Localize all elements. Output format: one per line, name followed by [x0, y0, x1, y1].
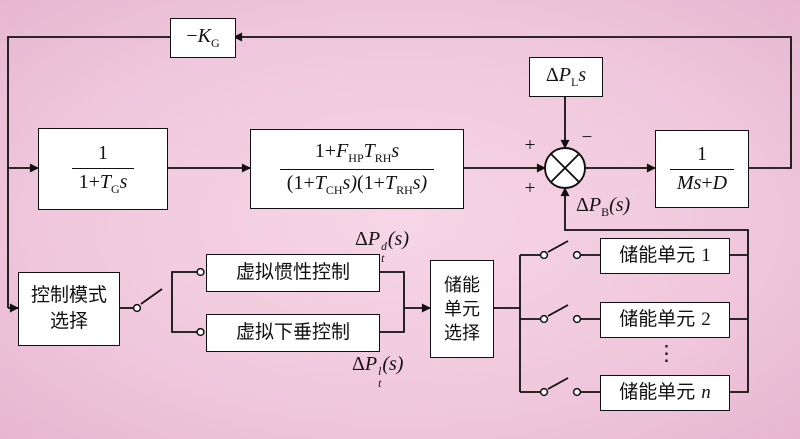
minus-sign-top: − — [581, 127, 593, 148]
storage2-contact-right — [572, 314, 582, 324]
load-formula: ΔPLs — [545, 64, 587, 89]
governor-formula: 1 1+TGs — [71, 141, 135, 198]
summing-junction — [544, 147, 586, 189]
power-system-block: 1 Ms+D — [655, 130, 749, 208]
plus-sign-bottom: + — [524, 178, 536, 199]
virtual-droop-block: 虚拟下垂控制 — [206, 314, 380, 352]
storage-select-block: 储能 单元 选择 — [430, 260, 494, 358]
kg-gain-block: −KG — [170, 18, 236, 58]
droop-input-contact — [196, 327, 205, 337]
load-disturbance-block: ΔPLs — [529, 57, 603, 97]
wire-feedback-left — [7, 36, 170, 308]
mode-switch-blade — [140, 288, 163, 305]
storage-switch-blade-n — [547, 377, 569, 390]
virtual-inertia-block: 虚拟惯性控制 — [206, 254, 380, 292]
mode-switch-contact — [132, 303, 142, 313]
wire-storage-feedback — [560, 187, 749, 393]
power-system-formula: 1 Ms+D — [669, 142, 735, 196]
kg-formula: −KG — [186, 25, 220, 50]
wire-control-branch — [171, 271, 197, 333]
storage-switch-blade-1 — [547, 240, 569, 253]
mode-select-block: 控制模式 选择 — [18, 272, 120, 346]
vertical-ellipsis: ⋮ — [656, 341, 677, 365]
storage1-contact-right — [572, 250, 582, 260]
inertia-input-contact — [196, 267, 205, 277]
storage2-contact-left — [539, 314, 549, 324]
wire-feedback-top — [233, 32, 792, 169]
delta-pb-label: ΔPB(s) — [576, 194, 631, 219]
storage1-contact-left — [539, 250, 549, 260]
plus-sign-left: + — [524, 135, 536, 156]
virtual-droop-label: 虚拟下垂控制 — [235, 322, 350, 344]
storage-select-label: 储能 单元 选择 — [444, 274, 480, 344]
wire-control-merge — [378, 271, 405, 333]
storage-switch-blade-2 — [547, 304, 569, 317]
reheat-formula: 1+FHPTRHs (1+TCHs)(1+TRHs) — [279, 139, 435, 199]
virtual-inertia-label: 虚拟惯性控制 — [235, 262, 350, 284]
storagen-contact-left — [539, 387, 549, 397]
governor-block: 1 1+TGs — [38, 128, 168, 210]
storagen-contact-right — [572, 387, 582, 397]
reheat-turbine-block: 1+FHPTRHs (1+TCHs)(1+TRHs) — [250, 129, 464, 209]
mode-select-label: 控制模式 选择 — [30, 285, 107, 332]
